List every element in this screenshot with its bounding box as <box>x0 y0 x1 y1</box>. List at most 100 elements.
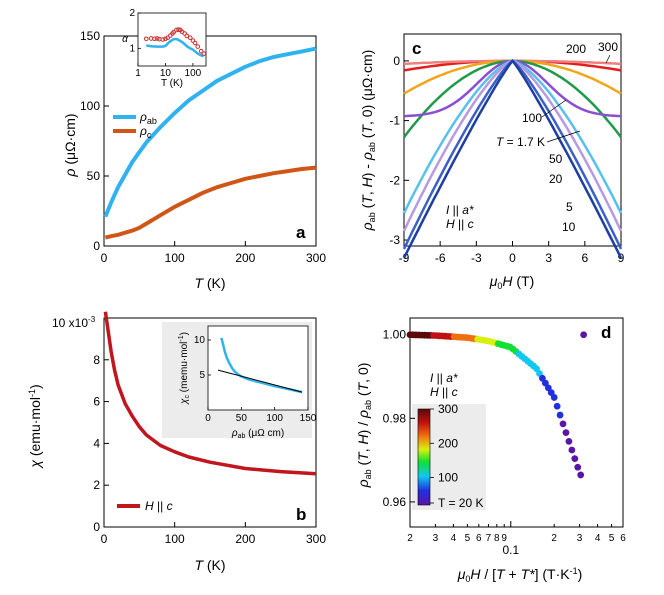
b-ytick-label: 6 <box>93 395 100 409</box>
b-ylabel: χ (emu·mol-1) <box>27 384 43 469</box>
c-label-100: 100 <box>522 111 542 125</box>
d-xtick-label: 5 <box>609 533 615 544</box>
d-xtick-label: 3 <box>433 533 439 544</box>
a-inset-point <box>176 27 181 32</box>
d-cb-bottom-label: T = 20 K <box>438 496 483 510</box>
c-label-200: 200 <box>566 42 586 56</box>
d-xtick-label: 0.1 <box>502 543 519 557</box>
b-ytick-label: 4 <box>93 436 100 450</box>
d-xtick-label: 9 <box>501 533 507 544</box>
c-ytick-label: -3 <box>389 233 400 247</box>
d-xtick-label: 2 <box>407 533 413 544</box>
c-label-T17: T = 1.7 K <box>496 135 545 149</box>
d-xtick-label: 2 <box>551 533 557 544</box>
d-point <box>577 471 585 479</box>
b-inset-xlabel: ρab (μΩ cm) <box>231 428 284 440</box>
a-xtick-label: 100 <box>165 251 185 265</box>
c-xtick-label: -3 <box>471 251 482 265</box>
b-xtick-label: 300 <box>306 532 326 546</box>
c-ytick-label: -2 <box>389 173 400 187</box>
d-xtick-label: 7 <box>486 533 492 544</box>
b-inset-xtick-label: 100 <box>266 413 283 424</box>
a-xtick-label: 0 <box>101 251 108 265</box>
d-xtick-label: 6 <box>476 533 482 544</box>
d-xtick-label: 8 <box>494 533 500 544</box>
d-ylabel: ρab (T, H) / ρab (T, 0) <box>355 363 373 489</box>
b-ytick-label: 2 <box>93 478 100 492</box>
a-inset-point <box>198 48 204 54</box>
d-point <box>574 463 582 471</box>
b-xtick-label: 0 <box>101 532 108 546</box>
c-series-4 <box>403 59 622 118</box>
a-xtick-label: 300 <box>306 251 326 265</box>
a-inset-xtick-label: 1 <box>135 68 141 79</box>
d-point <box>559 420 567 428</box>
a-inset-ytick-label: 2 <box>129 8 135 19</box>
a-legend-ab: ρab <box>139 110 157 126</box>
c-xtick-label: 6 <box>581 251 588 265</box>
d-colorbar <box>417 408 431 506</box>
c-xlabel: μ0H (T) <box>489 273 535 291</box>
c-series-0 <box>402 58 623 259</box>
a-ylabel: ρ (μΩ·cm) <box>62 113 78 177</box>
d-xtick-label: 5 <box>465 533 471 544</box>
d-xtick-label: 6 <box>620 533 626 544</box>
d-point <box>550 394 558 401</box>
panel-a-label: a <box>296 223 306 242</box>
b-inset-ylabel: χc (memu·mol-1) <box>178 332 191 405</box>
d-xtick-label: 4 <box>451 533 457 544</box>
d-point <box>562 429 570 437</box>
a-ytick-label: 100 <box>80 99 100 113</box>
d-point <box>556 411 564 419</box>
b-xlabel: T (K) <box>194 557 225 573</box>
a-legend: ρab ρc <box>113 110 157 140</box>
c-xtick-label: 3 <box>545 251 552 265</box>
a-series-1 <box>104 165 317 240</box>
a-inset-ylabel: α <box>122 34 128 45</box>
c-series-5 <box>403 59 622 139</box>
c-ylabel: ρab (T, H) - ρab (T, 0) (μΩ·cm) <box>359 50 377 232</box>
b-xtick-label: 200 <box>235 532 255 546</box>
d-note: I || a* <box>430 371 458 385</box>
a-inset-point <box>195 44 201 49</box>
d-xtick-label: 4 <box>595 533 601 544</box>
b-legend-label: H || c <box>145 499 173 513</box>
b-inset-xtick-label: 50 <box>236 413 248 424</box>
d-point <box>580 331 588 339</box>
a-inset-point <box>192 40 198 46</box>
panel-d-label: d <box>601 323 611 342</box>
c-note: I || a* <box>446 203 474 217</box>
a-inset-point <box>143 36 149 42</box>
c-label-10: 10 <box>562 220 576 234</box>
a-inset-point <box>160 37 166 42</box>
c-label-300: 300 <box>598 40 618 54</box>
a-inset-point <box>154 36 160 41</box>
d-ytick-label: 1.00 <box>383 328 407 342</box>
c-label-50: 50 <box>549 152 563 166</box>
d-point <box>568 446 576 454</box>
a-inset-point <box>201 51 207 56</box>
d-ytick-label: 0.96 <box>383 495 407 509</box>
a-inset-xtick-label: 10 <box>160 68 172 79</box>
a-legend-c: ρc <box>139 124 152 140</box>
b-series-0 <box>103 311 317 476</box>
a-inset-line <box>146 37 205 58</box>
c-xtick-label: -9 <box>399 251 410 265</box>
b-ytick-label: 0 <box>93 520 100 534</box>
d-point <box>571 455 579 463</box>
d-cb-tick-label: 200 <box>438 436 458 450</box>
b-inset-xtick-label: 150 <box>300 413 317 424</box>
a-inset-xlabel: T (K) <box>161 78 183 89</box>
panel-c-label: c <box>412 39 421 58</box>
d-ytick-label: 0.98 <box>383 411 407 425</box>
b-inset-data <box>220 337 303 394</box>
panel-b-label: b <box>296 505 306 524</box>
b-inset-xtick-label: 0 <box>205 413 211 424</box>
c-xtick-label: -6 <box>435 251 446 265</box>
c-label-5: 5 <box>566 200 573 214</box>
d-cb-tick-label: 300 <box>438 402 458 416</box>
a-ytick-label: 0 <box>93 239 100 253</box>
